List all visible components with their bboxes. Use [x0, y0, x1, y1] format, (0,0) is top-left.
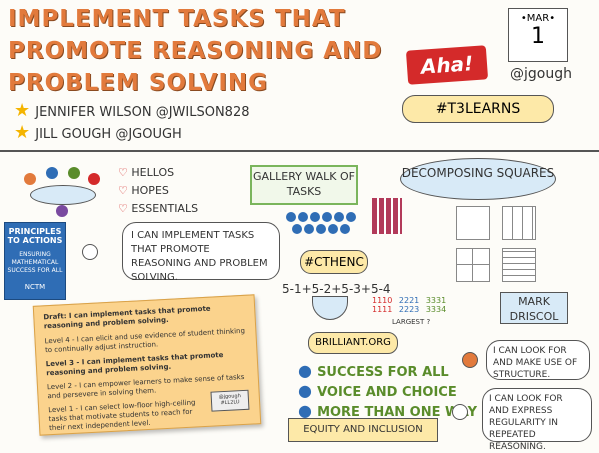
- book-subtitle: Ensuring Mathematical Success for All: [7, 251, 63, 274]
- decomposing-squares: Decomposing Squares: [400, 158, 556, 200]
- mark-driscol-box: Mark Driscol: [500, 292, 568, 324]
- star-icon: ★: [14, 100, 31, 121]
- heart-icon: ♡: [118, 184, 128, 197]
- cthenc-badge: #CthenC: [300, 250, 368, 274]
- book-title: Principles to Actions: [7, 227, 63, 245]
- heart-item-2: Hopes: [131, 184, 169, 197]
- bullet-icon: ●: [298, 381, 312, 400]
- presenter-1: ★ Jennifer Wilson @jwilson828: [14, 100, 249, 121]
- heart-item-3: Essentials: [131, 202, 199, 215]
- brilliant-badge: Brilliant.org: [308, 332, 398, 354]
- book-publisher: NCTM: [24, 283, 46, 291]
- aha-badge: Aha!: [405, 45, 489, 85]
- rubric-heading: I can implement tasks that promote reaso…: [43, 304, 211, 331]
- divider: [0, 150, 599, 152]
- presenter-2-name: Jill Gough @jgough: [35, 127, 182, 142]
- fraction-1-num: 1110: [372, 296, 393, 305]
- person-icon: [462, 352, 478, 368]
- calendar-handle: @jgough: [510, 66, 572, 82]
- rubric-paper: Draft: I can implement tasks that promot…: [32, 294, 262, 436]
- circle-pattern-icon: [286, 206, 366, 242]
- cthenc-text: #CthenC: [304, 255, 364, 269]
- person-icon: [82, 244, 98, 260]
- rubric-draft: Draft:: [43, 312, 67, 322]
- sequence-expression: 5-1+5-2+5-3+5-4: [282, 282, 391, 296]
- presenter-2: ★ Jill Gough @jgough: [14, 122, 182, 143]
- gallery-walk-box: Gallery Walk of Tasks: [250, 165, 358, 205]
- heart-icon: ♡: [118, 166, 128, 179]
- bullet-icon: ●: [298, 361, 312, 380]
- title-line-1: Implement Tasks that: [8, 6, 346, 32]
- bullet-list: ● Success for All ● Voice and Choice ● M…: [298, 362, 477, 422]
- presenter-1-name: Jennifer Wilson @jwilson828: [35, 105, 250, 120]
- bullet-item-3: More than One Way: [317, 405, 478, 420]
- heart-icon: ♡: [118, 202, 128, 215]
- bullet-item-1: Success for All: [317, 365, 449, 380]
- hearts-list: ♡ Hellos ♡ Hopes ♡ Essentials: [118, 164, 198, 218]
- square-pattern-icon: [372, 198, 404, 236]
- principles-book: Principles to Actions Ensuring Mathemati…: [4, 222, 66, 300]
- title-line-3: Problem Solving: [8, 70, 269, 96]
- calendar-month: •MAR•: [520, 13, 556, 24]
- calendar: •MAR• 1: [508, 8, 568, 62]
- bullet-icon: ●: [298, 401, 312, 420]
- rubric-level-1: Level 1 - I can select low-floor high-ce…: [48, 398, 196, 433]
- star-icon: ★: [14, 122, 31, 143]
- fraction-2-den: 2223: [398, 305, 420, 314]
- express-bubble: I can look for and express regularity in…: [482, 388, 592, 452]
- rubric-badge: @jgough #LL2LU: [210, 389, 250, 412]
- fraction-3-num: 3331: [425, 296, 447, 305]
- fraction-3-den: 3334: [425, 305, 447, 314]
- brilliant-text: Brilliant.org: [315, 337, 391, 348]
- fraction-1-den: 1111: [372, 305, 393, 314]
- calendar-day: 1: [531, 24, 545, 49]
- goal-bubble: I can implement tasks that promote reaso…: [122, 222, 280, 283]
- fraction-2-num: 2221: [398, 296, 420, 305]
- look-for-bubble: I can look for and make use of structure…: [486, 340, 590, 380]
- person-icon: [452, 404, 468, 420]
- heart-item-1: Hellos: [131, 166, 175, 179]
- bullet-item-2: Voice and Choice: [317, 385, 457, 400]
- hashtag: #T3Learns: [402, 95, 554, 123]
- hashtag-text: #T3Learns: [435, 101, 521, 117]
- title-line-2: Promote Reasoning and: [8, 38, 383, 64]
- equity-box: Equity and Inclusion: [288, 418, 438, 442]
- people-table-icon: [16, 165, 108, 221]
- shape-icon: [312, 296, 348, 320]
- largest-question: Largest ?: [392, 318, 431, 326]
